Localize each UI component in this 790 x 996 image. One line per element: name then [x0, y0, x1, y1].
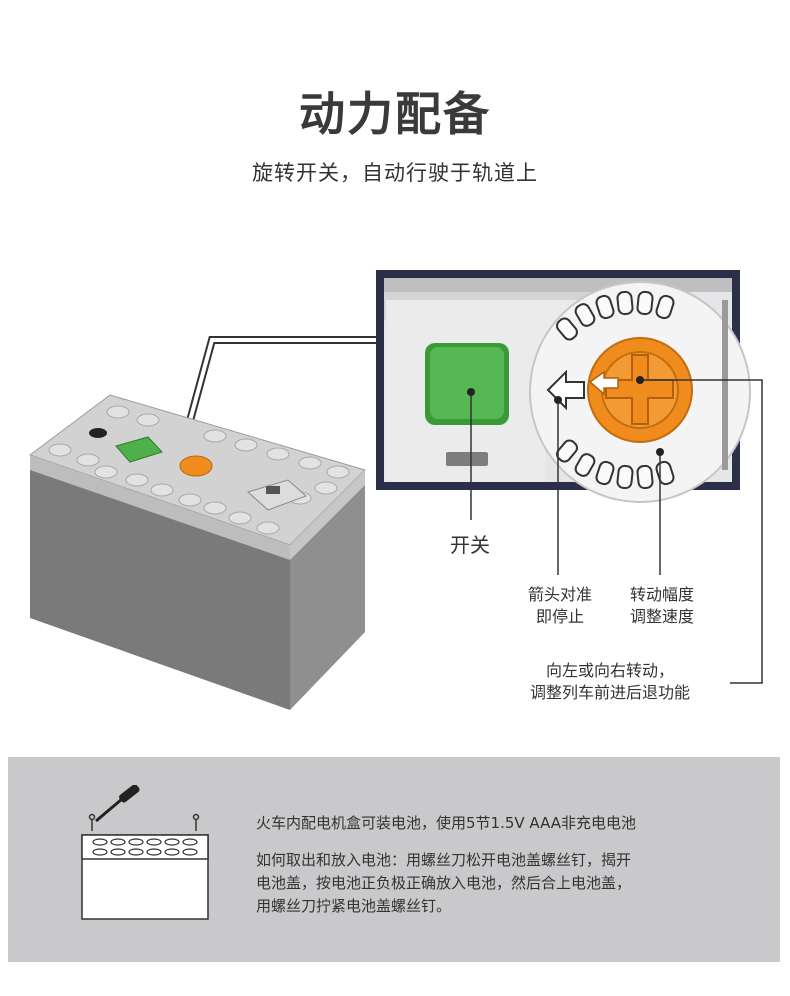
- arrow-label-line1: 箭头对准: [527, 585, 592, 604]
- speed-notches: [556, 290, 675, 490]
- battery-box: [28, 394, 366, 710]
- page-title: 动力配备: [299, 87, 491, 141]
- battery-instructions-line2: 电池盖，按电池正负极正确放入电池，然后合上电池盖，: [256, 874, 632, 892]
- screwdriver-icon: [95, 785, 140, 823]
- battery-spec-text: 火车内配电机盒可装电池，使用5节1.5V AAA非充电电池: [256, 814, 637, 832]
- battery-box-illustration: [28, 270, 763, 710]
- socket-icon: [89, 428, 107, 438]
- page-subtitle: 旋转开关，自动行驶于轨道上: [252, 161, 538, 185]
- arrow-label-line2: 即停止: [535, 607, 584, 626]
- battery-instructions: 如何取出和放入电池：用螺丝刀松开电池盖螺丝钉，揭开 电池盖，按电池正负极正确放入…: [256, 849, 766, 918]
- battery-instructions-line3: 用螺丝刀拧紧电池盖螺丝钉。: [256, 897, 452, 915]
- battery-instructions-line1: 如何取出和放入电池：用螺丝刀松开电池盖螺丝钉，揭开: [256, 851, 632, 869]
- speed-label: 转动幅度 调整速度: [612, 584, 712, 628]
- direction-label-line1: 向左或向右转动，: [545, 661, 674, 680]
- switch-label: 开关: [450, 533, 490, 557]
- speed-label-line2: 调整速度: [629, 607, 694, 626]
- zoom-leader-line: [184, 336, 376, 430]
- switch-small: [115, 436, 163, 463]
- speed-label-line1: 转动幅度: [629, 585, 694, 604]
- direction-label-line2: 调整列车前进后退功能: [529, 683, 690, 702]
- arrow-label: 箭头对准 即停止: [510, 584, 610, 628]
- battery-compartment-icon: [81, 785, 209, 920]
- direction-label: 向左或向右转动， 调整列车前进后退功能: [490, 660, 730, 704]
- studs: [48, 405, 350, 535]
- zoom-leader-line-inner: [186, 338, 376, 429]
- knob-small: [179, 455, 213, 477]
- connector-port: [247, 479, 307, 511]
